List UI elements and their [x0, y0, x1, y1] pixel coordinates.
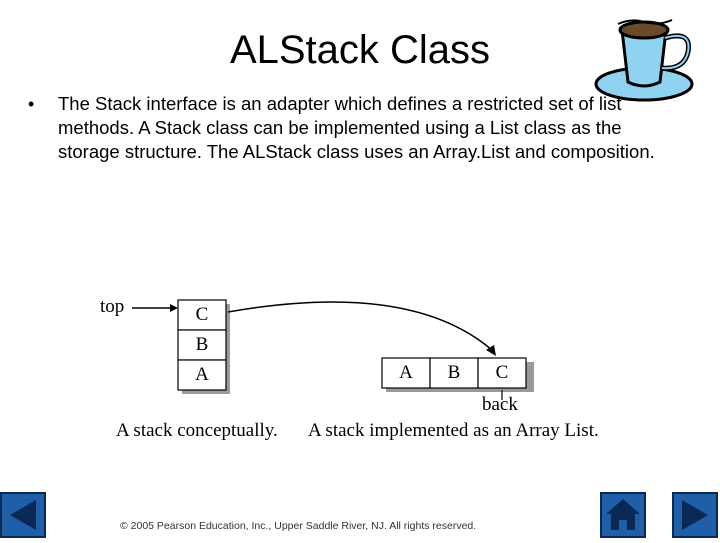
arrow-right-icon: [672, 492, 718, 538]
caption-implemented: A stack implemented as an Array List.: [308, 420, 599, 442]
stack-cell-label: C: [178, 303, 226, 327]
bullet-marker: •: [28, 92, 34, 116]
list-cell-label: B: [430, 361, 478, 385]
top-label: top: [100, 296, 124, 318]
arrow-left-icon: [0, 492, 46, 538]
previous-slide-button[interactable]: [0, 492, 46, 538]
copyright-text: © 2005 Pearson Education, Inc., Upper Sa…: [120, 520, 476, 532]
list-cell-label: A: [382, 361, 430, 385]
next-slide-button[interactable]: [672, 492, 718, 538]
bullet-text: The Stack interface is an adapter which …: [58, 92, 658, 164]
caption-conceptual: A stack conceptually.: [116, 420, 278, 442]
stack-cell-label: A: [178, 363, 226, 387]
list-cell-label: C: [478, 361, 526, 385]
back-label: back: [482, 394, 518, 416]
stack-cell-label: B: [178, 333, 226, 357]
home-button[interactable]: [600, 492, 646, 538]
coffee-cup-icon: [592, 8, 710, 108]
home-icon: [600, 492, 646, 538]
stack-figure: top C B A A B C back A stack conceptuall…: [90, 290, 650, 450]
